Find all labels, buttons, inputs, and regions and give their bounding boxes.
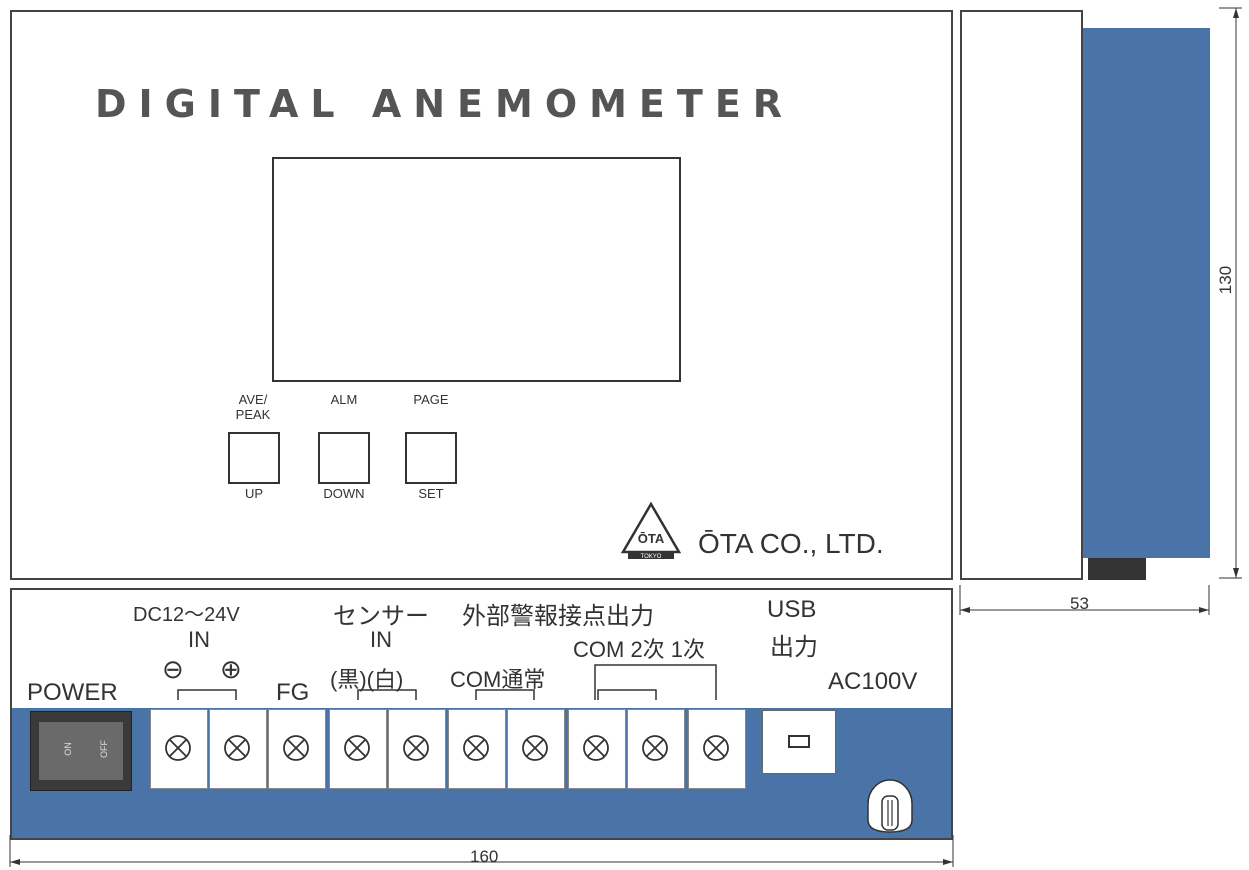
height-dimension-line xyxy=(1219,7,1242,579)
alarm-output-label: 外部警報接点出力 xyxy=(462,603,654,630)
usb-slot-icon xyxy=(788,735,810,748)
alm-down-button[interactable] xyxy=(318,432,370,484)
terminal-alarm-com[interactable] xyxy=(448,709,506,789)
sensor-label: センサー xyxy=(333,603,429,630)
usb-label: USB xyxy=(767,596,817,623)
screw-icon xyxy=(583,735,609,761)
sensor-in-label: IN xyxy=(370,627,392,652)
terminal-sensor-black[interactable] xyxy=(329,709,387,789)
brand-name: ŌTA CO., LTD. xyxy=(698,528,884,559)
width-dimension: 160 xyxy=(470,847,499,866)
switch-on-label: ON xyxy=(62,742,73,756)
alarm-com-normal-label: COM通常 xyxy=(450,667,546,692)
dc-voltage-label: DC12～24V xyxy=(133,604,240,626)
ac-voltage-label: AC100V xyxy=(828,668,918,695)
button-label-page: PAGE xyxy=(413,392,449,407)
alarm-sub-label: COM 2次 1次 xyxy=(573,637,706,662)
side-panel xyxy=(960,10,1083,580)
power-switch-rocker xyxy=(39,722,123,780)
width-dimension-line xyxy=(9,835,954,867)
terminal-sensor-white[interactable] xyxy=(388,709,446,789)
dc-in-label: IN xyxy=(188,627,210,652)
terminal-alarm-primary[interactable] xyxy=(688,709,746,789)
screw-icon xyxy=(283,735,309,761)
side-foot xyxy=(1088,558,1146,580)
ac-cable-gland-icon xyxy=(867,779,913,833)
screw-icon xyxy=(463,735,489,761)
terminal-brackets xyxy=(177,664,717,700)
fg-label: FG xyxy=(276,679,310,706)
screw-icon xyxy=(224,735,250,761)
terminal-alarm-com2[interactable] xyxy=(568,709,626,789)
power-switch[interactable]: ON OFF xyxy=(30,711,132,791)
logo-subtext: TOKYO xyxy=(641,554,662,560)
screw-icon xyxy=(703,735,729,761)
screw-icon xyxy=(344,735,370,761)
logo-text: ŌTA xyxy=(638,531,665,546)
lcd-display xyxy=(272,157,681,382)
button-label-down: DOWN xyxy=(323,486,365,501)
side-blue-body xyxy=(1083,28,1210,558)
ota-logo-icon: ŌTA TOKYO xyxy=(620,502,682,560)
minus-symbol: ⊖ xyxy=(162,654,184,684)
sensor-wires-label: (黒)(白) xyxy=(330,667,404,692)
screw-icon xyxy=(642,735,668,761)
terminal-dc-plus[interactable] xyxy=(209,709,267,789)
depth-dimension-line xyxy=(959,585,1210,615)
terminal-panel xyxy=(10,588,953,708)
device-title: DIGITAL ANEMOMETER xyxy=(95,82,795,126)
button-label-set: SET xyxy=(418,486,444,501)
terminal-dc-minus[interactable] xyxy=(150,709,208,789)
terminal-alarm-normal[interactable] xyxy=(507,709,565,789)
terminal-alarm-secondary[interactable] xyxy=(627,709,685,789)
button-label-alm: ALM xyxy=(330,392,358,407)
usb-port[interactable] xyxy=(762,710,836,774)
screw-icon xyxy=(522,735,548,761)
page-set-button[interactable] xyxy=(405,432,457,484)
depth-dimension: 53 xyxy=(1070,594,1089,613)
plus-symbol: ⊕ xyxy=(220,654,242,684)
screw-icon xyxy=(165,735,191,761)
terminal-fg[interactable] xyxy=(268,709,326,789)
button-label-up: UP xyxy=(244,486,264,501)
usb-output-label: 出力 xyxy=(770,634,818,661)
ave-peak-up-button[interactable] xyxy=(228,432,280,484)
height-dimension: 130 xyxy=(1216,265,1236,295)
front-panel xyxy=(10,10,953,580)
switch-off-label: OFF xyxy=(99,740,109,758)
button-label-ave-peak: AVE/PEAK xyxy=(235,392,271,422)
power-label: POWER xyxy=(27,679,118,706)
screw-icon xyxy=(403,735,429,761)
